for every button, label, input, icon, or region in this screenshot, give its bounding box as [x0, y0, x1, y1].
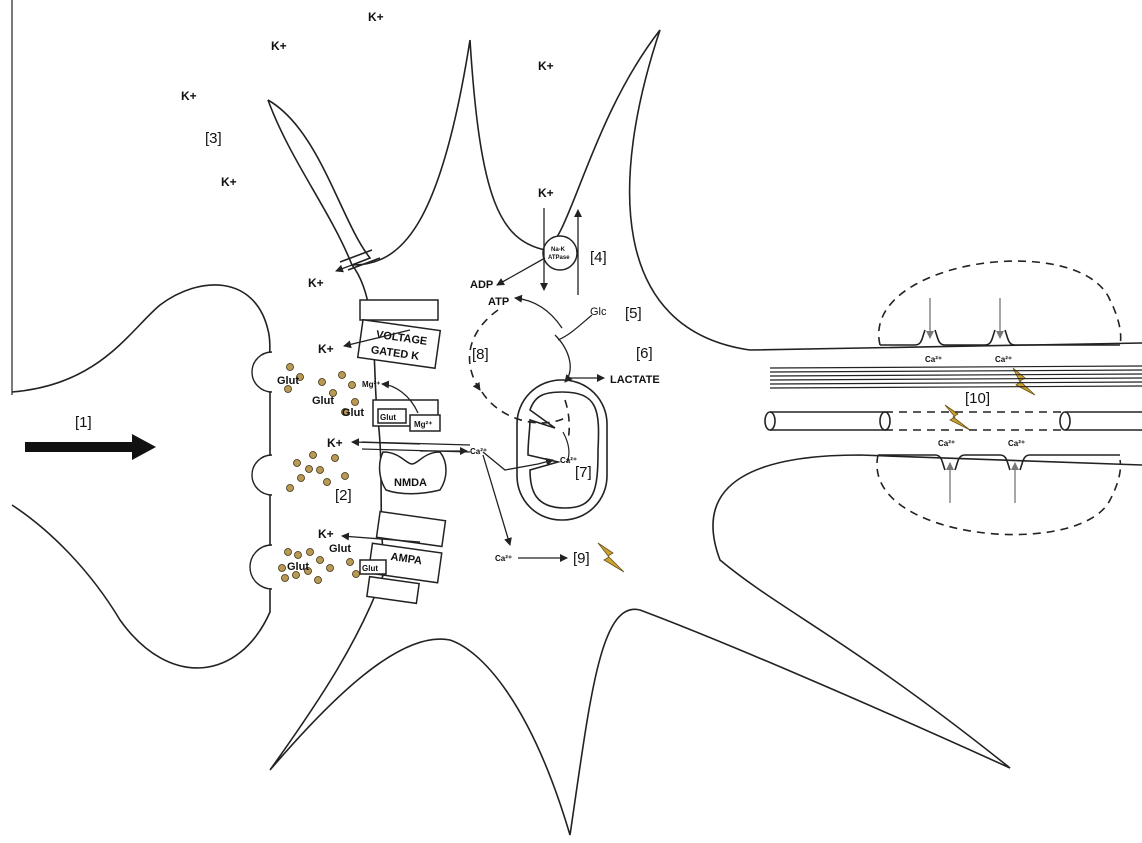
axon-cytoskeleton: [770, 366, 1142, 388]
nmda-label: NMDA: [394, 477, 427, 489]
ca-label: Ca²⁺: [1008, 439, 1025, 448]
label-3: [3]: [205, 130, 222, 147]
k-ion-label: K+: [318, 527, 334, 541]
k-ion-label: K+: [308, 276, 324, 290]
mito-dashed: [565, 400, 569, 440]
pump-to-adp-arrow: [497, 258, 545, 285]
label-2: [2]: [335, 487, 352, 504]
label-5: [5]: [625, 305, 642, 322]
mg-site-label: Mg²⁺: [414, 420, 432, 429]
glut-label: Glut: [277, 375, 299, 387]
dendrite-top: [268, 100, 352, 265]
ca-cytosol-arrow: [483, 455, 510, 545]
label-10: [10]: [965, 390, 990, 407]
presynaptic-terminal: [12, 285, 270, 668]
ca-label: Ca²⁺: [560, 456, 577, 465]
voltage-gated-k-channel: VOLTAGE GATED K: [358, 300, 441, 368]
ampa-receptor: AMPA Glut: [360, 512, 445, 604]
k-ion-label: K+: [368, 10, 384, 24]
vesicle-1: [252, 352, 272, 392]
ca-label: Ca²⁺: [925, 355, 942, 364]
glut-label: Glut: [287, 561, 309, 573]
label-1: [1]: [75, 414, 92, 431]
glut-label: Glut: [329, 543, 351, 555]
k-ion-label: K+: [538, 186, 554, 200]
axonal-swelling-bottom: [877, 455, 1121, 535]
mito-to-atp-arrow: [515, 298, 562, 328]
glut-label: Glut: [312, 395, 334, 407]
ca-label: Ca²⁺: [995, 355, 1012, 364]
mg-released-label: Mg²⁺: [362, 380, 380, 389]
k-ion-label: K+: [327, 436, 343, 450]
k-ion-label: K+: [221, 175, 237, 189]
glc-label: Glc: [590, 306, 607, 318]
lactate-label: LACTATE: [610, 374, 660, 386]
vesicle-2: [252, 455, 272, 495]
atp-label: ATP: [488, 296, 509, 308]
glut-site-label: Glut: [380, 413, 396, 422]
k-ion-label: K+: [181, 89, 197, 103]
label-9: [9]: [573, 550, 590, 567]
vesicle-3: [250, 545, 272, 589]
k-ion-label: K+: [538, 59, 554, 73]
glc-line: [558, 315, 592, 340]
atp-to-mito-arrow: [555, 335, 570, 382]
label-4: [4]: [590, 249, 607, 266]
k-channel-top-a: [340, 250, 372, 262]
neuron-soma: [268, 30, 1142, 835]
adp-label: ADP: [470, 279, 493, 291]
glut-label: Glut: [342, 407, 364, 419]
label-6: [6]: [636, 345, 653, 362]
lightning-bolt-icon: [945, 405, 970, 430]
k-ion-label: K+: [318, 342, 334, 356]
pump-label-2: ATPase: [548, 255, 570, 261]
label-8: [8]: [472, 346, 489, 363]
ca-label: Ca²⁺: [495, 554, 512, 563]
ca-label: Ca²⁺: [938, 439, 955, 448]
lightning-bolt-icon: [1013, 368, 1035, 395]
k-ion-label: K+: [271, 39, 287, 53]
ca-to-mito-arrow: [483, 452, 553, 470]
mitochondrion-outer: [517, 380, 607, 520]
lightning-bolt-icon: [598, 543, 624, 572]
arrow-right-icon: [25, 434, 156, 460]
label-7: [7]: [575, 464, 592, 481]
atp-dashed-arrow-bottom: [482, 392, 565, 423]
na-k-atpase-pump: [543, 236, 577, 270]
ampa-glut-site-label: Glut: [362, 564, 378, 573]
ca-label: Ca²⁺: [470, 447, 487, 456]
mitochondrion-inner: [528, 392, 599, 508]
pump-label-1: Na-K: [551, 247, 566, 253]
